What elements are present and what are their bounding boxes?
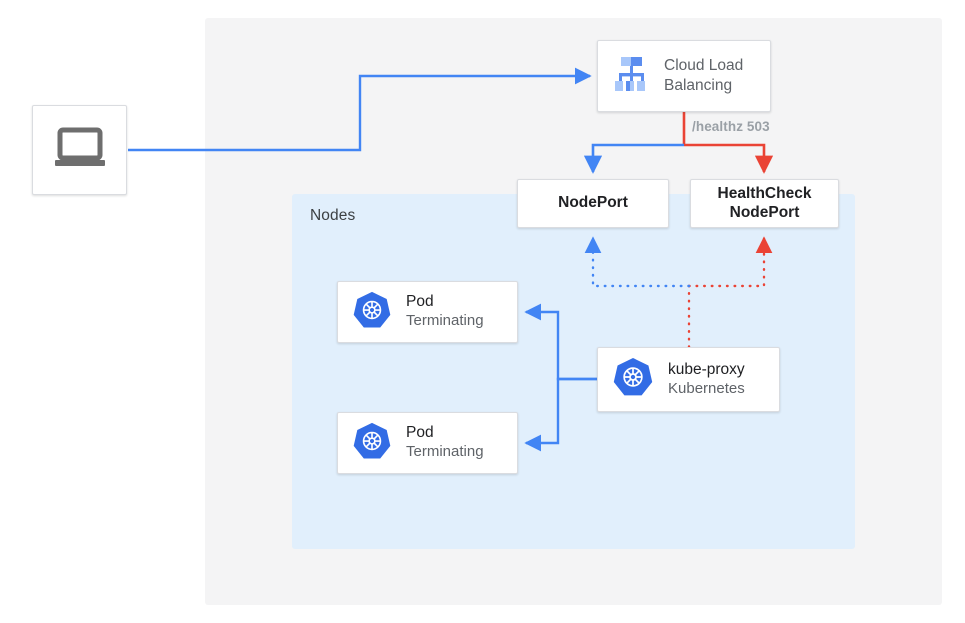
kube-proxy-body: kube-proxy Kubernetes: [668, 361, 745, 398]
edge-kubeproxy-to-nodeport: [584, 236, 691, 288]
pod-node-2[interactable]: Pod Terminating: [337, 412, 518, 474]
laptop-icon: [52, 126, 108, 175]
edge-load-balancer-to-nodeport: [583, 143, 684, 174]
nodeport-label: NodePort: [558, 194, 628, 212]
kube-proxy-subtitle: Kubernetes: [668, 379, 745, 397]
pod-node-2-body: Pod Terminating: [406, 424, 484, 461]
kubernetes-icon: [352, 290, 392, 335]
edge-kubeproxy-to-pod-1: [524, 303, 597, 381]
pod-node-1[interactable]: Pod Terminating: [337, 281, 518, 343]
healthz-edge-label: /healthz 503: [692, 119, 770, 134]
edge-kubeproxy-to-pod-2: [524, 377, 597, 452]
cloud-load-balancing-icon: [610, 54, 652, 99]
kube-proxy-title: kube-proxy: [668, 360, 745, 378]
edge-kubeproxy-to-healthcheck-nodeport: [687, 236, 773, 288]
kubernetes-icon: [612, 356, 654, 403]
kube-proxy-node[interactable]: kube-proxy Kubernetes: [597, 347, 780, 412]
client-node[interactable]: [32, 105, 127, 195]
cloud-load-balancing-label: Cloud Load Balancing: [664, 57, 744, 94]
pod-node-1-body: Pod Terminating: [406, 293, 484, 330]
healthcheck-nodeport-label: HealthCheck NodePort: [717, 184, 812, 221]
pod-node-1-title: Pod: [406, 293, 434, 311]
edge-client-to-load-balancer: [128, 67, 592, 152]
pod-node-1-status: Terminating: [406, 312, 484, 330]
cloud-load-balancing-node[interactable]: Cloud Load Balancing: [597, 40, 771, 112]
kubernetes-icon: [352, 421, 392, 466]
healthcheck-nodeport-node[interactable]: HealthCheck NodePort: [690, 179, 839, 228]
pod-node-2-title: Pod: [406, 424, 434, 442]
edge-load-balancer-to-healthcheck-nodeport: [684, 143, 774, 174]
nodeport-node[interactable]: NodePort: [517, 179, 669, 228]
nodes-panel-label: Nodes: [310, 207, 356, 224]
pod-node-2-status: Terminating: [406, 443, 484, 461]
